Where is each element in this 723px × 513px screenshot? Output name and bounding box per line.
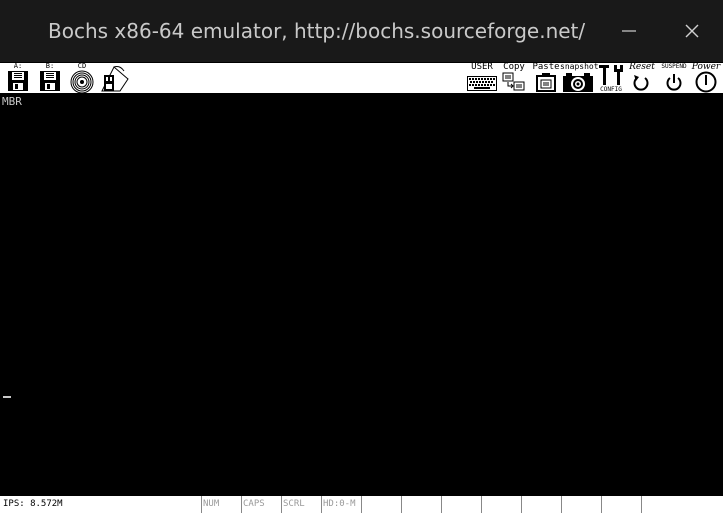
- status-slot: [642, 496, 683, 513]
- emulator-screen[interactable]: MBR: [0, 94, 723, 495]
- config-label: CONFIG: [600, 86, 622, 93]
- suspend-label: SUSPEND: [661, 63, 687, 70]
- reset-label: Reset: [629, 62, 655, 72]
- bochs-toolbar: A: B:: [0, 62, 723, 94]
- status-slot: [402, 496, 442, 513]
- screen-text: MBR: [2, 95, 22, 108]
- status-slot: [602, 496, 642, 513]
- user-label: USER: [471, 62, 493, 72]
- cdrom-label: CD: [77, 62, 87, 70]
- floppy-a-label: A:: [13, 62, 23, 70]
- scroll-lock-indicator: SCRL: [282, 496, 322, 513]
- keyboard-icon: [467, 76, 497, 91]
- copy-label: Copy: [503, 62, 525, 72]
- floppy-disk-icon: [8, 71, 28, 91]
- paste-button[interactable]: Paste: [532, 63, 560, 94]
- minimize-icon: [622, 30, 636, 32]
- window-title: Bochs x86-64 emulator, http://bochs.sour…: [48, 19, 586, 43]
- config-button[interactable]: CONFIG: [597, 63, 625, 94]
- user-keyboard-button[interactable]: USER: [466, 63, 498, 94]
- snapshot-button[interactable]: snapshot: [560, 62, 599, 94]
- power-button[interactable]: Power: [690, 63, 722, 94]
- floppy-a-button[interactable]: A:: [3, 63, 33, 94]
- text-cursor: [3, 396, 11, 398]
- floppy-b-label: B:: [45, 62, 55, 70]
- ips-indicator: IPS: 8.572M: [0, 496, 202, 513]
- suspend-icon: [666, 74, 682, 91]
- hd-indicator: HD:0-M: [322, 496, 362, 513]
- title-bar: Bochs x86-64 emulator, http://bochs.sour…: [0, 0, 723, 62]
- close-button[interactable]: [670, 12, 714, 50]
- paste-label: Paste: [532, 62, 560, 72]
- usb-drive-icon: [101, 66, 129, 92]
- status-slot: [362, 496, 402, 513]
- power-label: Power: [691, 62, 721, 72]
- power-icon: [695, 71, 717, 93]
- paste-icon: [536, 73, 556, 92]
- usb-button[interactable]: [98, 63, 130, 94]
- status-slot: [482, 496, 522, 513]
- copy-icon: [502, 72, 525, 91]
- suspend-button[interactable]: SUSPEND: [658, 63, 690, 94]
- status-slot: [442, 496, 482, 513]
- reset-icon: [633, 75, 649, 91]
- copy-button[interactable]: Copy: [500, 63, 528, 94]
- reset-button[interactable]: Reset: [626, 63, 658, 94]
- status-bar: IPS: 8.572M NUM CAPS SCRL HD:0-M: [0, 495, 723, 513]
- camera-icon: [563, 73, 593, 92]
- config-tools-icon: [599, 65, 623, 85]
- floppy-disk-icon: [40, 71, 60, 91]
- cdrom-button[interactable]: CD: [67, 63, 97, 94]
- caps-lock-indicator: CAPS: [242, 496, 282, 513]
- snapshot-label: snapshot: [560, 62, 599, 71]
- status-slot: [522, 496, 562, 513]
- num-lock-indicator: NUM: [202, 496, 242, 513]
- cdrom-icon: [70, 70, 94, 94]
- minimize-button[interactable]: [607, 12, 651, 50]
- status-slot: [562, 496, 602, 513]
- floppy-b-button[interactable]: B:: [35, 63, 65, 94]
- close-icon: [685, 24, 699, 38]
